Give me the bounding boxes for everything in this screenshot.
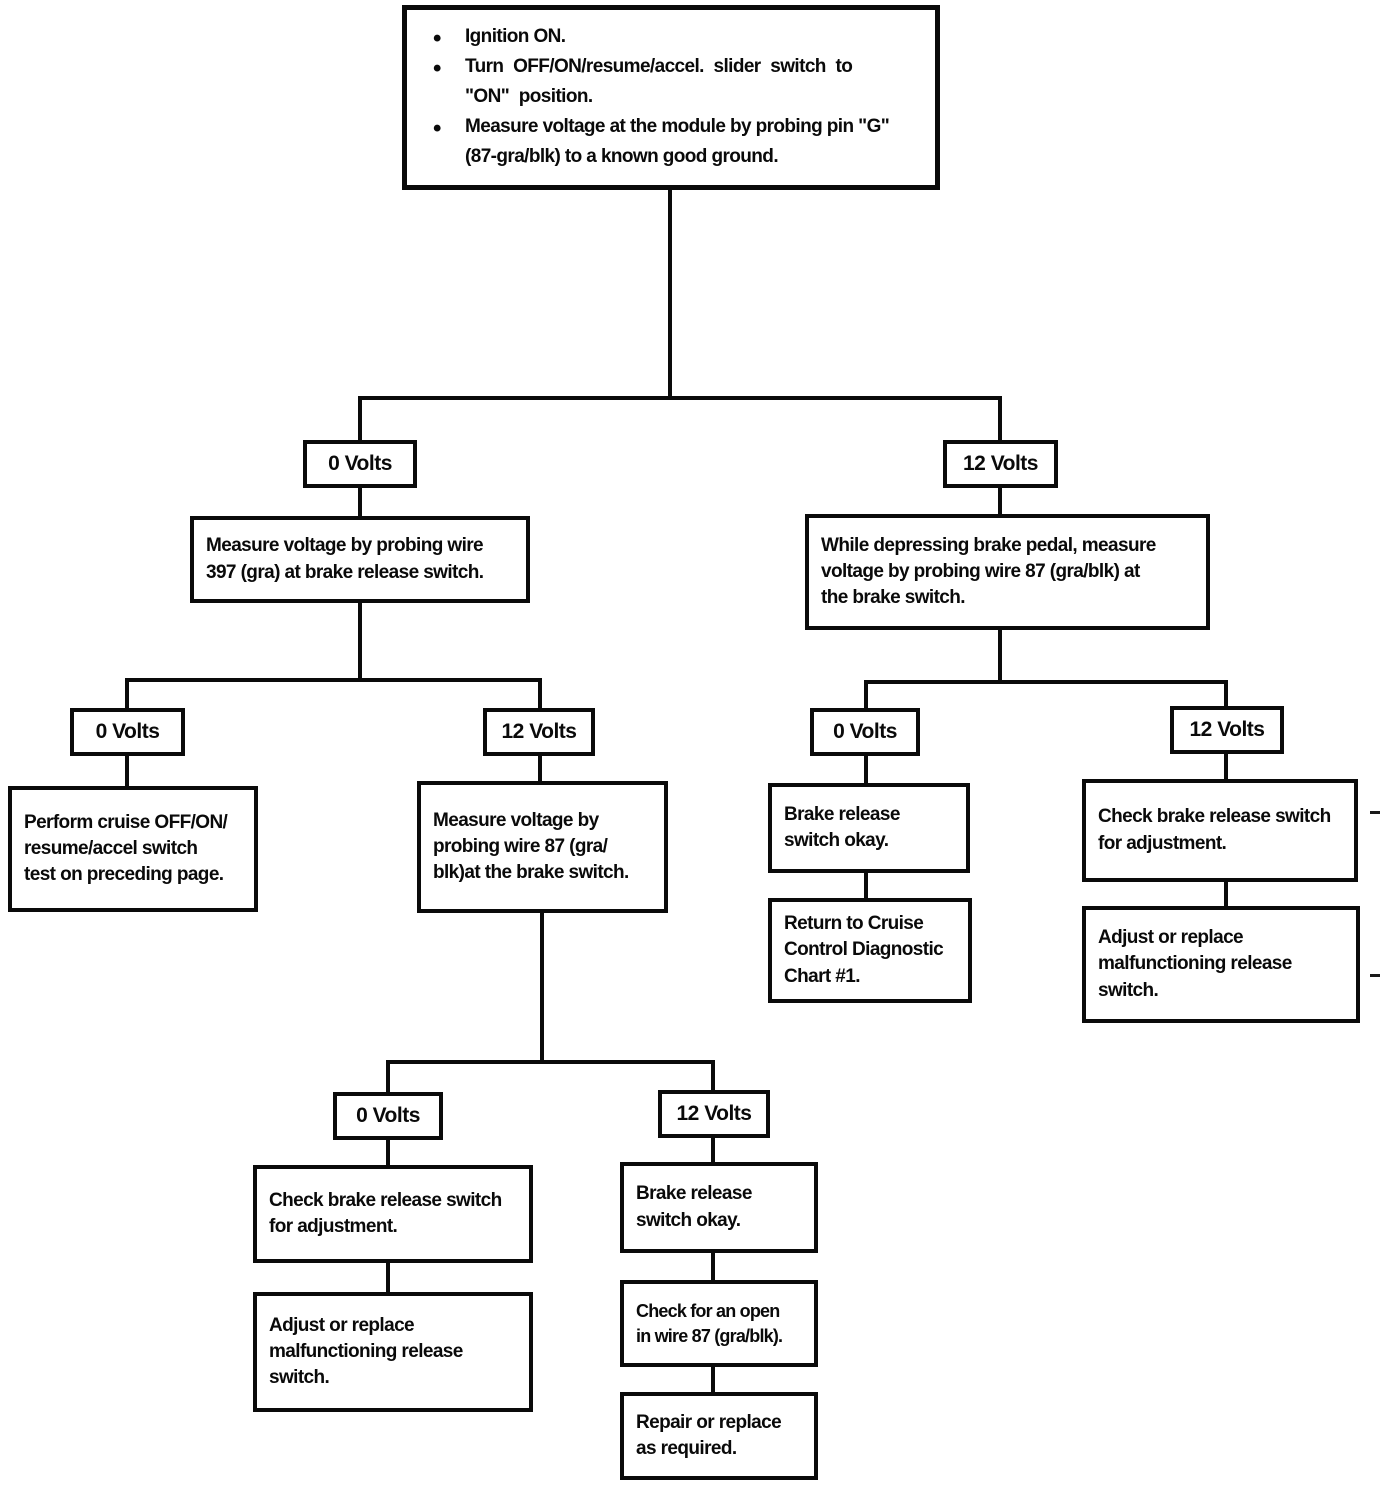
start-steps-list: Ignition ON. Turn OFF/ON/resume/accel. s… [429,20,921,172]
node-result-0volts: 0 Volts [303,440,417,488]
node-result-12volts: 12 Volts [943,440,1058,488]
connector-line [998,628,1002,684]
start-step: Turn OFF/ON/resume/accel. slider switch … [429,50,921,112]
connector-line [998,486,1002,516]
node-result-12volts: 12 Volts [483,708,595,756]
node-action-adjust-replace-switch: Adjust or replace malfunctioning release… [1082,906,1360,1023]
connector-line [864,680,868,710]
node-action-measure-wire-87: Measure voltage by probing wire 87 (gra/… [417,781,668,913]
node-action-depress-brake-measure: While depressing brake pedal, measure vo… [805,514,1210,630]
connector-line [125,678,129,710]
connector-line [1224,680,1228,708]
connector-line [386,1261,390,1294]
connector-line [711,1136,715,1164]
connector-line [864,871,868,900]
node-action-repair-replace: Repair or replace as required. [620,1392,818,1480]
scan-artifact-dash [1370,974,1380,977]
connector-line [538,678,542,710]
connector-line [711,1365,715,1394]
start-step: Measure voltage at the module by probing… [429,110,921,172]
start-step: Ignition ON. [429,20,921,58]
connector-line [358,396,362,444]
connector-line [538,754,542,783]
node-action-check-switch-adjustment: Check brake release switch for adjustmen… [253,1165,533,1263]
connector-line [668,190,672,400]
connector-line [386,1060,715,1064]
node-result-0volts: 0 Volts [810,708,920,756]
connector-line [386,1060,390,1094]
connector-line [998,396,1002,444]
connector-line [1224,880,1228,908]
connector-line [358,396,1002,400]
node-result-0volts: 0 Volts [333,1092,443,1140]
node-result-12volts: 12 Volts [1170,706,1284,754]
connector-line [358,486,362,518]
node-start-conditions: Ignition ON. Turn OFF/ON/resume/accel. s… [402,5,940,190]
node-action-return-diagnostic-chart: Return to Cruise Control Diagnostic Char… [768,898,972,1003]
scan-artifact-dash [1370,811,1380,814]
connector-line [540,911,544,1064]
connector-line [711,1060,715,1092]
connector-line [864,754,868,785]
connector-line [711,1251,715,1282]
node-action-adjust-replace-switch: Adjust or replace malfunctioning release… [253,1292,533,1412]
node-action-perform-switch-test: Perform cruise OFF/ON/ resume/accel swit… [8,786,258,912]
connector-line [125,678,542,682]
connector-line [864,680,1228,684]
node-result-12volts: 12 Volts [658,1090,770,1138]
node-action-check-switch-adjustment: Check brake release switch for adjustmen… [1082,779,1358,882]
node-result-0volts: 0 Volts [70,708,185,756]
node-action-check-open-wire-87: Check for an open in wire 87 (gra/blk). [620,1280,818,1367]
connector-line [358,601,362,682]
node-action-measure-wire-397: Measure voltage by probing wire 397 (gra… [190,516,530,603]
connector-line [386,1138,390,1167]
node-action-brake-switch-okay: Brake release switch okay. [768,783,970,873]
connector-line [125,754,129,788]
connector-line [1224,752,1228,781]
node-action-brake-switch-okay: Brake release switch okay. [620,1162,818,1253]
